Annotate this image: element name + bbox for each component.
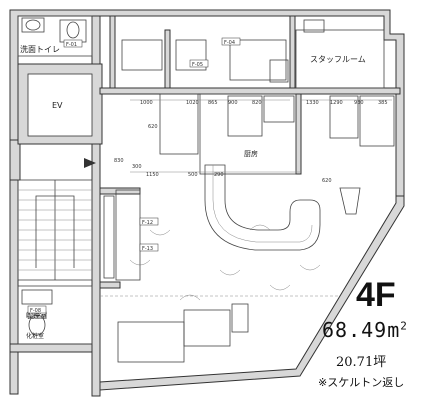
skeleton-note: ※スケルトン返し xyxy=(318,376,405,389)
callout-label: F-08 xyxy=(30,308,41,314)
dim-label: 300 xyxy=(132,164,142,170)
callout-label: F-05 xyxy=(192,62,203,68)
curved-counter xyxy=(204,164,321,251)
callout-label: F-01 xyxy=(66,42,77,48)
room-label-kitchen: 厨房 xyxy=(244,149,258,158)
dim-label: 830 xyxy=(114,158,124,164)
room-label-toilet: 化粧室 xyxy=(26,332,44,340)
staff-room xyxy=(295,19,395,147)
area-sqm-unit: m xyxy=(387,318,401,342)
dim-label: 290 xyxy=(214,172,224,178)
room-label-washroom: 洗面トイレ xyxy=(20,44,60,54)
room-label-ev: EV xyxy=(52,101,63,110)
area-square-meters: 68.49m2 xyxy=(322,318,408,342)
callout-label: F-13 xyxy=(142,246,153,252)
dim-label: 1020 xyxy=(186,100,199,106)
callout-label: F-04 xyxy=(224,40,235,46)
dim-label: 620 xyxy=(148,124,158,130)
staircase xyxy=(17,158,96,281)
interior-walls xyxy=(99,15,401,289)
callout-label: F-12 xyxy=(142,220,153,226)
dim-label: 820 xyxy=(252,100,262,106)
dim-label: 385 xyxy=(378,100,388,106)
dim-label: 620 xyxy=(322,178,332,184)
dim-label: 865 xyxy=(208,100,218,106)
dimension-lines xyxy=(130,99,392,173)
area-sqm-number: 68.49 xyxy=(322,318,388,342)
dim-label: 900 xyxy=(228,100,238,106)
elevator-shaft xyxy=(17,63,103,145)
dim-label: 1330 xyxy=(306,100,319,106)
room-label-staff: スタッフルーム xyxy=(310,55,366,64)
floor-label: 4F xyxy=(356,276,396,314)
dim-label: 1000 xyxy=(140,100,153,106)
area-sqm-sup: 2 xyxy=(400,319,408,333)
dim-label: 930 xyxy=(354,100,364,106)
seating-area xyxy=(100,187,361,363)
dim-label: 1150 xyxy=(146,172,159,178)
kitchen xyxy=(121,39,297,175)
dim-label: 500 xyxy=(188,172,198,178)
callout-tags xyxy=(27,37,241,314)
room-label-smoking: 喫煙室 xyxy=(26,311,47,320)
area-tsubo: 20.71坪 xyxy=(336,355,387,370)
toilet-room xyxy=(17,285,93,345)
dim-label: 1290 xyxy=(330,100,343,106)
